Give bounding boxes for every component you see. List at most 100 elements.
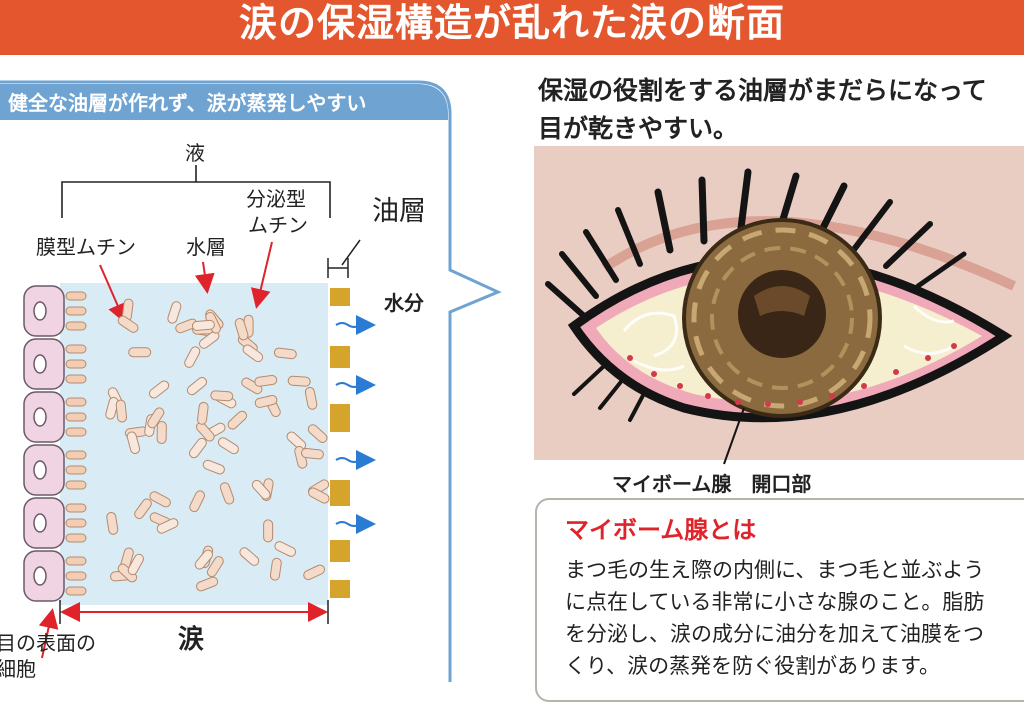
secretory-mucin [167, 301, 182, 324]
tear-cross-section-diagram: 健全な油層が作れず、涙が蒸発しやすい 液 膜型ムチン 水層 分泌型ムチン 油層 … [0, 80, 502, 682]
oil-patch [330, 288, 350, 306]
eye-label: マイボーム腺 開口部 [612, 472, 812, 496]
secretory-mucin [149, 491, 171, 508]
secretory-mucin [195, 421, 215, 442]
secretory-mucin [188, 437, 207, 459]
label-secretory-mucin: 分泌型ムチン [246, 187, 308, 237]
membrane-mucin [65, 306, 87, 316]
desc-line-1: 保湿の役割をする油層がまだらになって [538, 76, 987, 105]
pupil [738, 270, 826, 358]
secretory-mucin [117, 315, 139, 333]
membrane-mucin [65, 412, 87, 422]
info-box: マイボーム腺とは まつ毛の生え際の内側に、まつ毛と並ぶよう に点在している非常に… [535, 498, 1024, 702]
oil-layer-group [330, 288, 350, 598]
secretory-mucin [156, 421, 167, 445]
info-line-1: まつ毛の生え際の内側に、まつ毛と並ぶよう [565, 558, 985, 582]
label-liquid: 液 [185, 141, 205, 165]
secretory-mucin [254, 395, 278, 408]
secretory-mucin [300, 448, 324, 460]
label-membrane-mucin: 膜型ムチン [36, 235, 136, 259]
secretory-mucin [156, 518, 179, 534]
info-line-3: を分泌し、涙の成分に油分を加えて油膜をつ [565, 622, 984, 646]
label-oil-layer: 油層 [372, 196, 426, 227]
secretory-mucin [217, 437, 239, 455]
secretory-mucin [263, 519, 274, 543]
secretory-mucin [239, 547, 260, 566]
right-description: 保湿の役割をする油層がまだらになって 目が乾きやすい。 [538, 72, 1024, 148]
secretory-mucin [303, 564, 326, 581]
membrane-mucin [65, 556, 87, 566]
evaporation-arrows-group [335, 315, 376, 534]
secretory-mucin [191, 319, 215, 331]
label-water-layer: 水層 [186, 235, 226, 259]
evaporation-arrow [335, 450, 376, 470]
secretory-mucin [206, 556, 224, 578]
info-title: マイボーム腺とは [565, 516, 757, 544]
meibomian-gland-openings [627, 343, 957, 407]
membrane-mucin [65, 518, 87, 528]
membrane-mucin [65, 450, 87, 460]
label-surface-cells: 目の表面の細胞 [0, 631, 96, 681]
cell-nucleus [33, 460, 47, 480]
secretory-mucin [128, 347, 152, 358]
oil-patch [330, 540, 350, 562]
secretory-mucin [210, 390, 234, 402]
oil-patch [330, 404, 350, 432]
membrane-mucin [65, 344, 87, 354]
secretory-mucin [134, 498, 152, 520]
label-moisture: 水分 [384, 291, 424, 315]
secretory-mucin [189, 490, 205, 513]
secretory-mucin [287, 375, 311, 387]
secretory-mucin [308, 487, 330, 504]
panel-header-text: 健全な油層が作れず、涙が蒸発しやすい [8, 91, 366, 115]
secretory-mucin [115, 399, 128, 423]
cell-nucleus [33, 513, 47, 533]
membrane-mucin [65, 503, 87, 513]
secretory-mucin [147, 407, 165, 429]
membrane-mucin [65, 480, 87, 490]
surface-cells-group [23, 285, 87, 602]
info-body: まつ毛の生え際の内側に、まつ毛と並ぶよう に点在している非常に小さな腺のこと。脂… [565, 554, 1024, 682]
cell-nucleus [33, 301, 47, 321]
label-tears: 涙 [178, 624, 204, 655]
secretory-mucin [269, 557, 282, 581]
page-title: 涙の保湿構造が乱れた涙の断面 [238, 1, 785, 45]
evaporation-arrow [335, 375, 376, 395]
secretory-mucin [127, 553, 144, 576]
cell-nucleus [33, 407, 47, 427]
oil-patch [330, 580, 350, 598]
cell-nucleus [33, 566, 47, 586]
secretory-mucin [202, 459, 225, 475]
cell-nucleus [33, 354, 47, 374]
panel-header-bg [0, 84, 448, 120]
secretory-mucin [148, 380, 170, 399]
evaporation-arrow [335, 315, 376, 335]
membrane-mucin [65, 291, 87, 301]
membrane-mucin [65, 397, 87, 407]
secretory-mucin [194, 549, 214, 570]
secretory-mucin [241, 377, 263, 395]
title-bar: 涙の保湿構造が乱れた涙の断面 [0, 0, 1024, 55]
secretory-mucin [219, 482, 235, 505]
secretory-mucin [304, 386, 318, 410]
membrane-mucin [65, 465, 87, 475]
secretory-mucin [307, 424, 328, 443]
secretory-mucin [274, 541, 297, 557]
membrane-mucin [65, 571, 87, 581]
secretory-mucin [254, 374, 278, 387]
membrane-mucin [65, 374, 87, 384]
secretory-mucin [184, 346, 201, 368]
eye-illustration [534, 146, 1024, 465]
secretory-mucin [199, 330, 220, 349]
secretory-mucin [234, 317, 249, 341]
secretory-mucin [106, 511, 119, 535]
oil-patch [330, 480, 350, 506]
membrane-mucin [65, 427, 87, 437]
info-line-4: くり、涙の蒸発を防ぐ役割があります。 [565, 654, 941, 678]
oil-patch [330, 346, 350, 368]
membrane-mucin [65, 586, 87, 596]
evaporation-arrow [335, 514, 376, 534]
membrane-mucin [65, 321, 87, 331]
secretory-mucin [126, 431, 141, 455]
secretory-mucin [186, 377, 208, 396]
